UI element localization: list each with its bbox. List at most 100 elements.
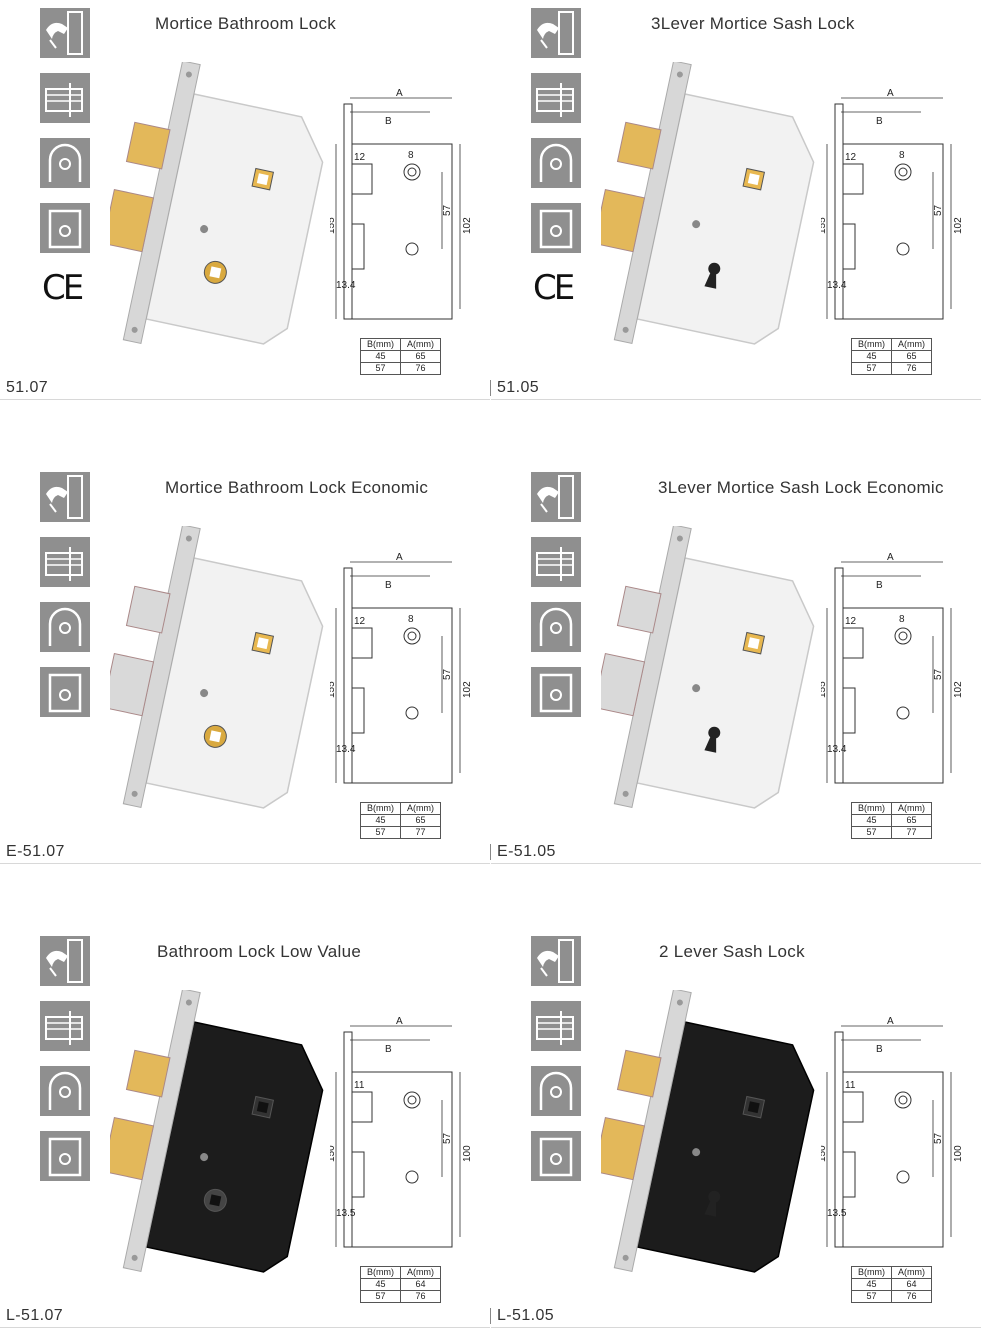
table-header: B(mm) [360, 802, 401, 815]
table-header: B(mm) [851, 802, 892, 815]
table-cell: 64 [891, 1278, 932, 1291]
table-header: A(mm) [891, 802, 932, 815]
table-cell: 65 [400, 350, 441, 363]
ce-mark-icon: CE [533, 268, 575, 308]
dim-13-label: 13.4 [336, 280, 356, 291]
dim-a-label: A [887, 552, 894, 563]
lock-product-image [593, 524, 821, 831]
product-code: E-51.05 [497, 843, 556, 860]
table-header: A(mm) [400, 802, 441, 815]
dim-102-label: 102 [953, 681, 964, 698]
column-separator [490, 844, 491, 860]
feature-icons: CE [531, 8, 581, 308]
door-handle-icon [40, 472, 90, 522]
dim-102-label: 102 [953, 217, 964, 234]
dim-102-label: 100 [462, 1145, 473, 1162]
dim-57-label: 57 [933, 1132, 944, 1144]
ce-mark-icon: CE [42, 268, 84, 308]
feature-icons: CE [40, 8, 90, 308]
arch-door-icon [531, 602, 581, 652]
dim-155-label: 155 [330, 217, 337, 234]
dim-12-label: 12 [845, 152, 857, 163]
latch-bolt-icon [531, 73, 581, 123]
technical-drawing: A B 155 12 8 57 102 13.4 [326, 84, 475, 334]
table-cell: 57 [851, 1290, 892, 1303]
square-door-icon [531, 667, 581, 717]
product-code: 51.07 [6, 379, 49, 396]
table-cell: 64 [400, 1278, 441, 1291]
table-cell: 45 [360, 814, 401, 827]
arch-door-icon [531, 138, 581, 188]
dim-12-label: 12 [354, 152, 366, 163]
table-cell: 76 [400, 362, 441, 375]
latch-bolt-icon [40, 537, 90, 587]
product-title: 3Lever Mortice Sash Lock Economic [658, 478, 944, 497]
table-cell: 76 [400, 1290, 441, 1303]
table-cell: 45 [360, 350, 401, 363]
dim-155-label: 150 [330, 1145, 337, 1162]
product-title: 2 Lever Sash Lock [659, 942, 805, 961]
dim-13-label: 13.4 [827, 744, 847, 755]
table-cell: 76 [891, 1290, 932, 1303]
dim-8-label: 8 [408, 150, 414, 161]
dim-102-label: 102 [462, 217, 473, 234]
table-cell: 57 [851, 362, 892, 375]
latch-bolt-icon [40, 73, 90, 123]
table-cell: 65 [891, 350, 932, 363]
square-door-icon [531, 203, 581, 253]
dim-b-label: B [385, 116, 392, 127]
dim-57-label: 57 [933, 204, 944, 216]
technical-drawing: A B 155 12 8 57 102 13.4 [326, 548, 475, 798]
dim-a-label: A [396, 552, 403, 563]
dim-13-label: 13.5 [827, 1208, 847, 1219]
square-door-icon [40, 1131, 90, 1181]
arch-door-icon [40, 1066, 90, 1116]
latch-bolt-icon [531, 1001, 581, 1051]
divider [491, 1327, 981, 1328]
table-header: B(mm) [851, 1266, 892, 1279]
arch-door-icon [40, 602, 90, 652]
table-header: B(mm) [360, 1266, 401, 1279]
technical-drawing: A B 155 12 8 57 102 13.4 [817, 548, 966, 798]
square-door-icon [40, 667, 90, 717]
door-handle-icon [40, 936, 90, 986]
table-cell: 45 [851, 1278, 892, 1291]
dim-b-label: B [876, 116, 883, 127]
dim-13-label: 13.5 [336, 1208, 356, 1219]
table-cell: 77 [891, 826, 932, 839]
dim-12-label: 12 [845, 616, 857, 627]
dim-13-label: 13.4 [336, 744, 356, 755]
table-cell: 77 [400, 826, 441, 839]
door-handle-icon [531, 472, 581, 522]
dim-a-label: A [396, 1016, 403, 1027]
door-handle-icon [531, 936, 581, 986]
dim-12-label: 12 [354, 616, 366, 627]
table-header: A(mm) [891, 1266, 932, 1279]
product-card: 2 Lever Sash Lock A B 150 11 5 [491, 928, 981, 1336]
table-header: B(mm) [360, 338, 401, 351]
product-code: L-51.05 [497, 1307, 555, 1324]
divider [0, 1327, 490, 1328]
door-handle-icon [531, 8, 581, 58]
table-cell: 57 [851, 826, 892, 839]
dim-8-label: 8 [408, 614, 414, 625]
lock-product-image [102, 988, 330, 1295]
arch-door-icon [40, 138, 90, 188]
product-code: 51.05 [497, 379, 540, 396]
dim-12-label: 11 [354, 1080, 365, 1091]
dim-102-label: 100 [953, 1145, 964, 1162]
door-handle-icon [40, 8, 90, 58]
table-cell: 45 [851, 814, 892, 827]
product-code: L-51.07 [6, 1307, 64, 1324]
dim-155-label: 155 [821, 217, 828, 234]
